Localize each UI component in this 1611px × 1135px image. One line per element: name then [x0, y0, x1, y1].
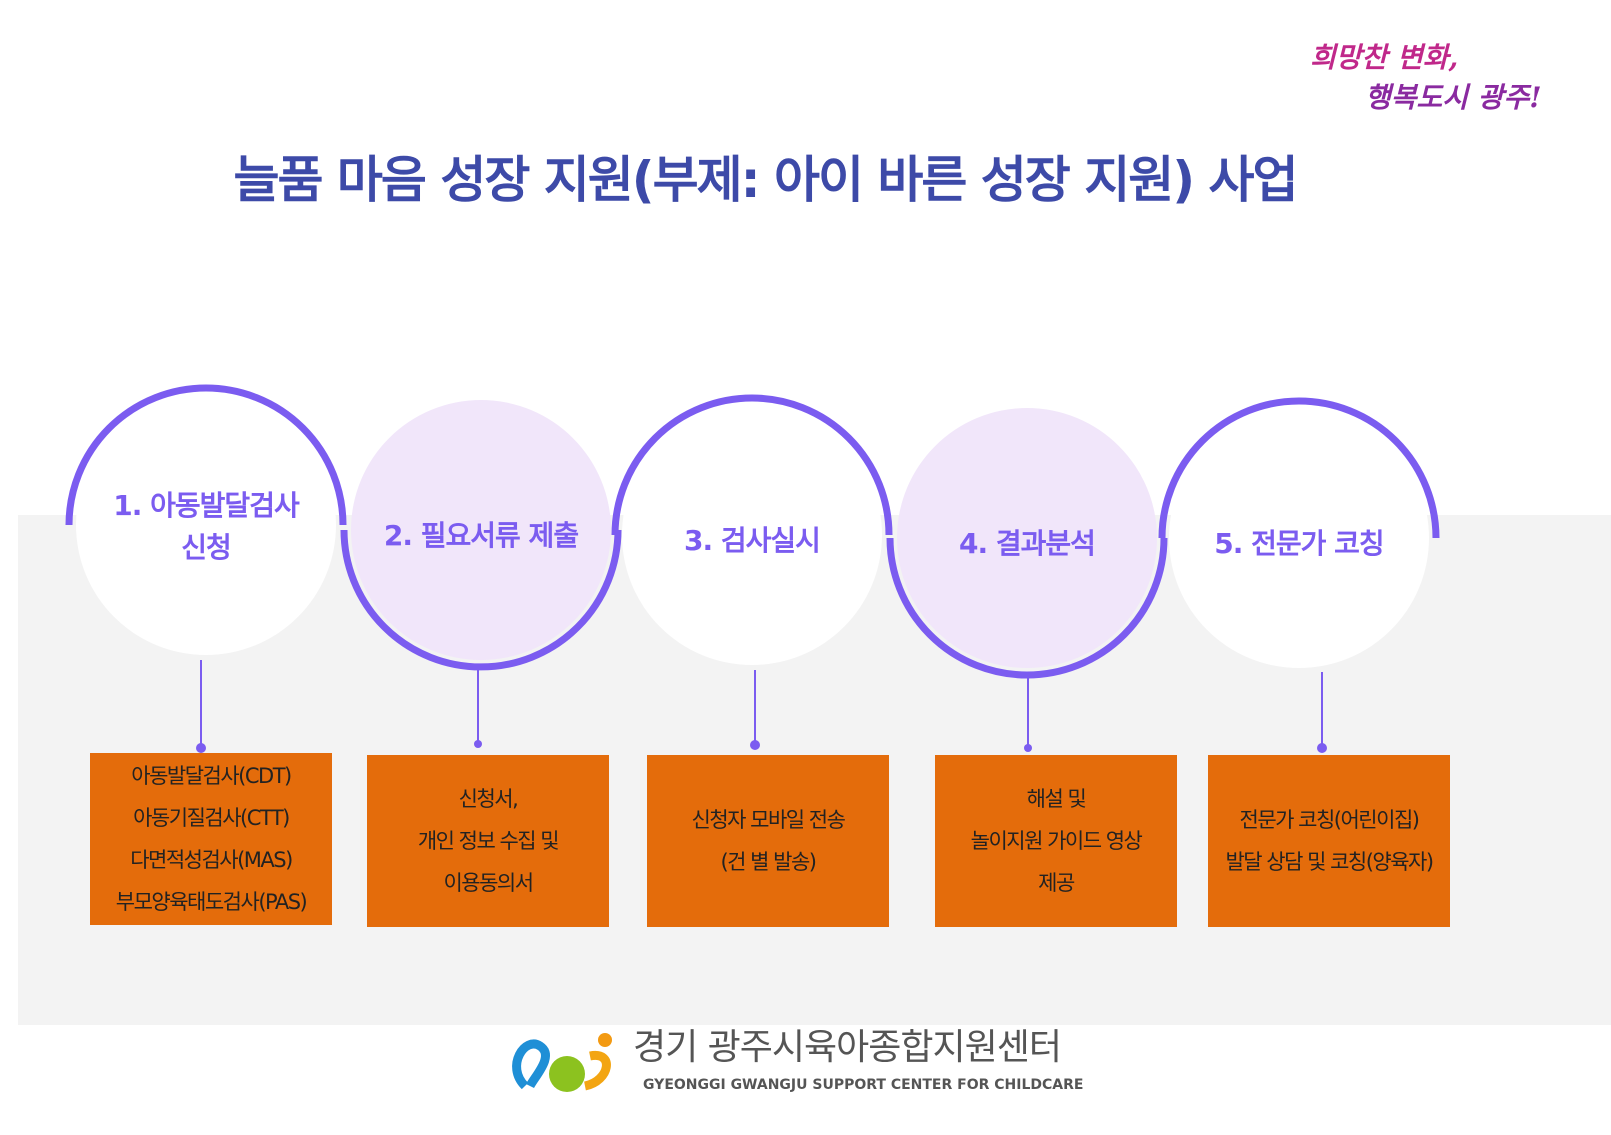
step-label-line: 4. 결과분석	[959, 527, 1096, 560]
step-detail-line: 신청서,	[458, 787, 519, 811]
step-detail-line: 제공	[1038, 871, 1075, 895]
step-detail-line: 발달 상담 및 코칭(양육자)	[1225, 850, 1434, 874]
step-circle	[622, 405, 882, 665]
connector-dot	[1317, 743, 1327, 753]
step-label: 3. 검사실시	[622, 520, 882, 562]
footer-logo: 경기 광주시육아종합지원센터 GYEONGGI GWANGJU SUPPORT …	[505, 1026, 1125, 1106]
step-circle	[351, 400, 611, 660]
center-logo-icon	[512, 1033, 612, 1092]
step-arc	[611, 394, 893, 536]
step-detail-box: 전문가 코칭(어린이집) 발달 상담 및 코칭(양육자)	[1208, 755, 1450, 927]
step-circle	[76, 395, 336, 655]
connector-dot	[1024, 744, 1032, 752]
step-detail-line: 다면적성검사(MAS)	[130, 848, 293, 872]
step-detail-box: 아동발달검사(CDT) 아동기질검사(CTT) 다면적성검사(MAS) 부모양육태도검…	[90, 753, 332, 925]
step-detail-line: 전문가 코칭(어린이집)	[1239, 808, 1420, 832]
step-detail-line: 해설 및	[1026, 787, 1087, 811]
step-detail-line: 신청자 모바일 전송	[691, 808, 846, 832]
slogan-logo: 희망찬 변화, 행복도시 광주!	[1310, 38, 1610, 118]
connector-dot	[474, 740, 482, 748]
step-label: 5. 전문가 코칭	[1169, 523, 1429, 565]
center-name-english: GYEONGGI GWANGJU SUPPORT CENTER FOR CHIL…	[643, 1077, 1084, 1093]
step-label-line: 3. 검사실시	[684, 524, 821, 557]
slogan-line: 희망찬 변화,	[1310, 41, 1459, 74]
step-label: 4. 결과분석	[897, 523, 1157, 565]
step-detail-line: 이용동의서	[443, 871, 534, 895]
step-label-line: 신청	[181, 531, 232, 564]
connector-dot	[196, 743, 206, 753]
step-detail-box: 신청자 모바일 전송 (건 별 발송)	[647, 755, 889, 927]
step-detail-line: 개인 정보 수집 및	[417, 829, 560, 853]
center-name: 경기 광주시육아종합지원센터	[633, 1027, 1062, 1068]
step-label-line: 2. 필요서류 제출	[383, 519, 579, 552]
step-arc	[1158, 397, 1440, 539]
step-detail-line: (건 별 발송)	[720, 850, 817, 874]
step-detail-line: 아동기질검사(CTT)	[133, 806, 290, 830]
step-detail-line: 놀이지원 가이드 영상	[970, 829, 1143, 853]
connector-dot	[750, 740, 760, 750]
step-arc	[886, 537, 1168, 679]
step-label: 2. 필요서류 제출	[351, 515, 611, 557]
step-circle	[897, 408, 1157, 668]
step-detail-line: 아동발달검사(CDT)	[131, 764, 292, 788]
slogan-line: 행복도시 광주!	[1365, 81, 1542, 114]
step-label-line: 5. 전문가 코칭	[1214, 527, 1384, 560]
step-label-line: 1. 아동발달검사	[113, 489, 299, 522]
step-detail-line: 부모양육태도검사(PAS)	[115, 890, 308, 914]
page-title: 늘품 마음 성장 지원(부제: 아이 바른 성장 지원) 사업	[233, 151, 1299, 209]
step-circle	[1169, 408, 1429, 668]
step-arc	[65, 384, 347, 526]
step-arc	[340, 529, 622, 671]
